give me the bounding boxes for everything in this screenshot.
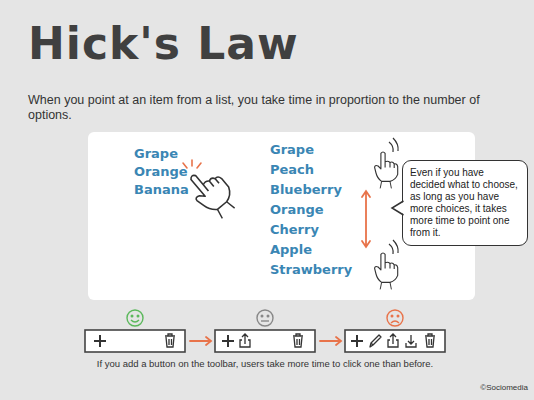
list-item: Orange bbox=[270, 202, 324, 217]
toolbar-note: If you add a button on the toolbar, user… bbox=[97, 358, 433, 369]
list-item: Banana bbox=[134, 182, 189, 197]
list-item: Cherry bbox=[270, 222, 319, 237]
scroll-arrow bbox=[362, 191, 370, 247]
hand-pointer bbox=[375, 253, 398, 289]
toolbar bbox=[215, 330, 315, 352]
flow-arrow bbox=[190, 337, 341, 345]
subtitle: When you point at an item from a list, y… bbox=[28, 93, 518, 123]
page-title: Hick's Law bbox=[28, 18, 299, 69]
motion-lines bbox=[389, 138, 398, 254]
face-neutral bbox=[257, 310, 273, 326]
face-sad bbox=[387, 310, 403, 326]
list-item: Blueberry bbox=[270, 182, 342, 197]
list-item: Grape bbox=[270, 142, 314, 157]
list-item: Apple bbox=[270, 242, 312, 257]
face-happy bbox=[127, 310, 143, 326]
list-item: Peach bbox=[270, 162, 314, 177]
hand-pointer bbox=[183, 163, 242, 224]
toolbar bbox=[345, 330, 445, 352]
watermark: ©Sociomedia bbox=[480, 383, 528, 392]
list-item: Orange bbox=[134, 164, 188, 179]
list-item: Grape bbox=[134, 146, 178, 161]
hand-pointer bbox=[375, 152, 398, 188]
list-item: Strawberry bbox=[270, 262, 352, 277]
toolbar bbox=[85, 330, 185, 352]
callout-bubble: Even if you have decided what to choose,… bbox=[402, 160, 528, 246]
callout-text: Even if you have decided what to choose,… bbox=[410, 167, 520, 239]
callout-tail bbox=[391, 199, 405, 217]
